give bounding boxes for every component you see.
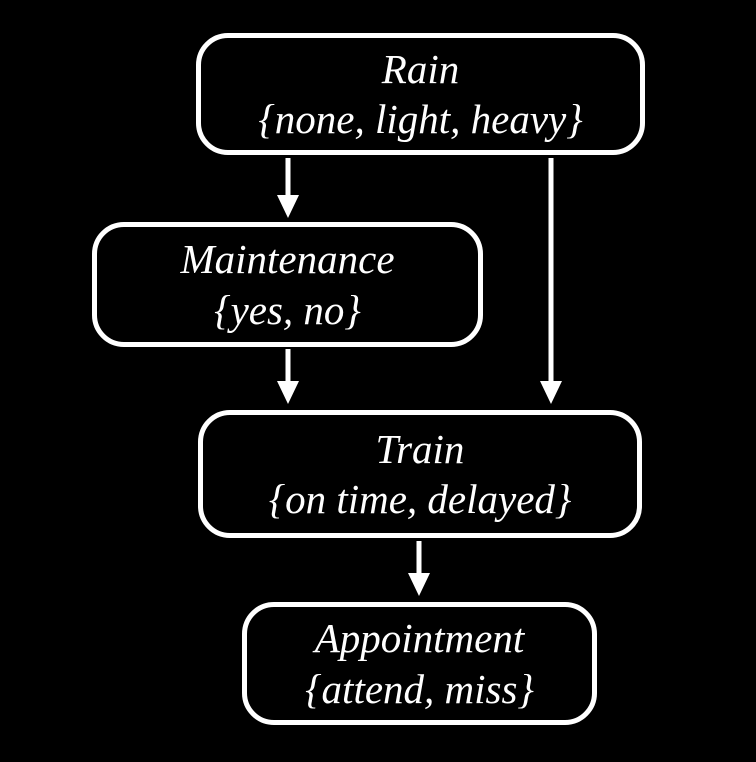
edge-maintenance-to-train-arrow [277,349,299,404]
node-maintenance-label: Maintenance [180,236,395,283]
edge-rain-to-maintenance-arrow [277,158,299,218]
node-appointment-values: {attend, miss} [305,665,534,712]
node-rain: Rain {none, light, heavy} [196,33,645,155]
node-train-values: {on time, delayed} [268,476,572,522]
node-maintenance-values: {yes, no} [214,286,361,333]
node-appointment: Appointment {attend, miss} [242,602,597,725]
edge-train-to-appointment-arrow [408,541,430,596]
node-train-label: Train [375,425,465,472]
node-maintenance: Maintenance {yes, no} [92,222,483,347]
node-appointment-label: Appointment [314,615,525,662]
node-rain-values: {none, light, heavy} [258,96,583,142]
node-train: Train {on time, delayed} [198,410,642,538]
node-rain-label: Rain [381,45,460,92]
edge-rain-to-train-arrow [540,158,562,404]
